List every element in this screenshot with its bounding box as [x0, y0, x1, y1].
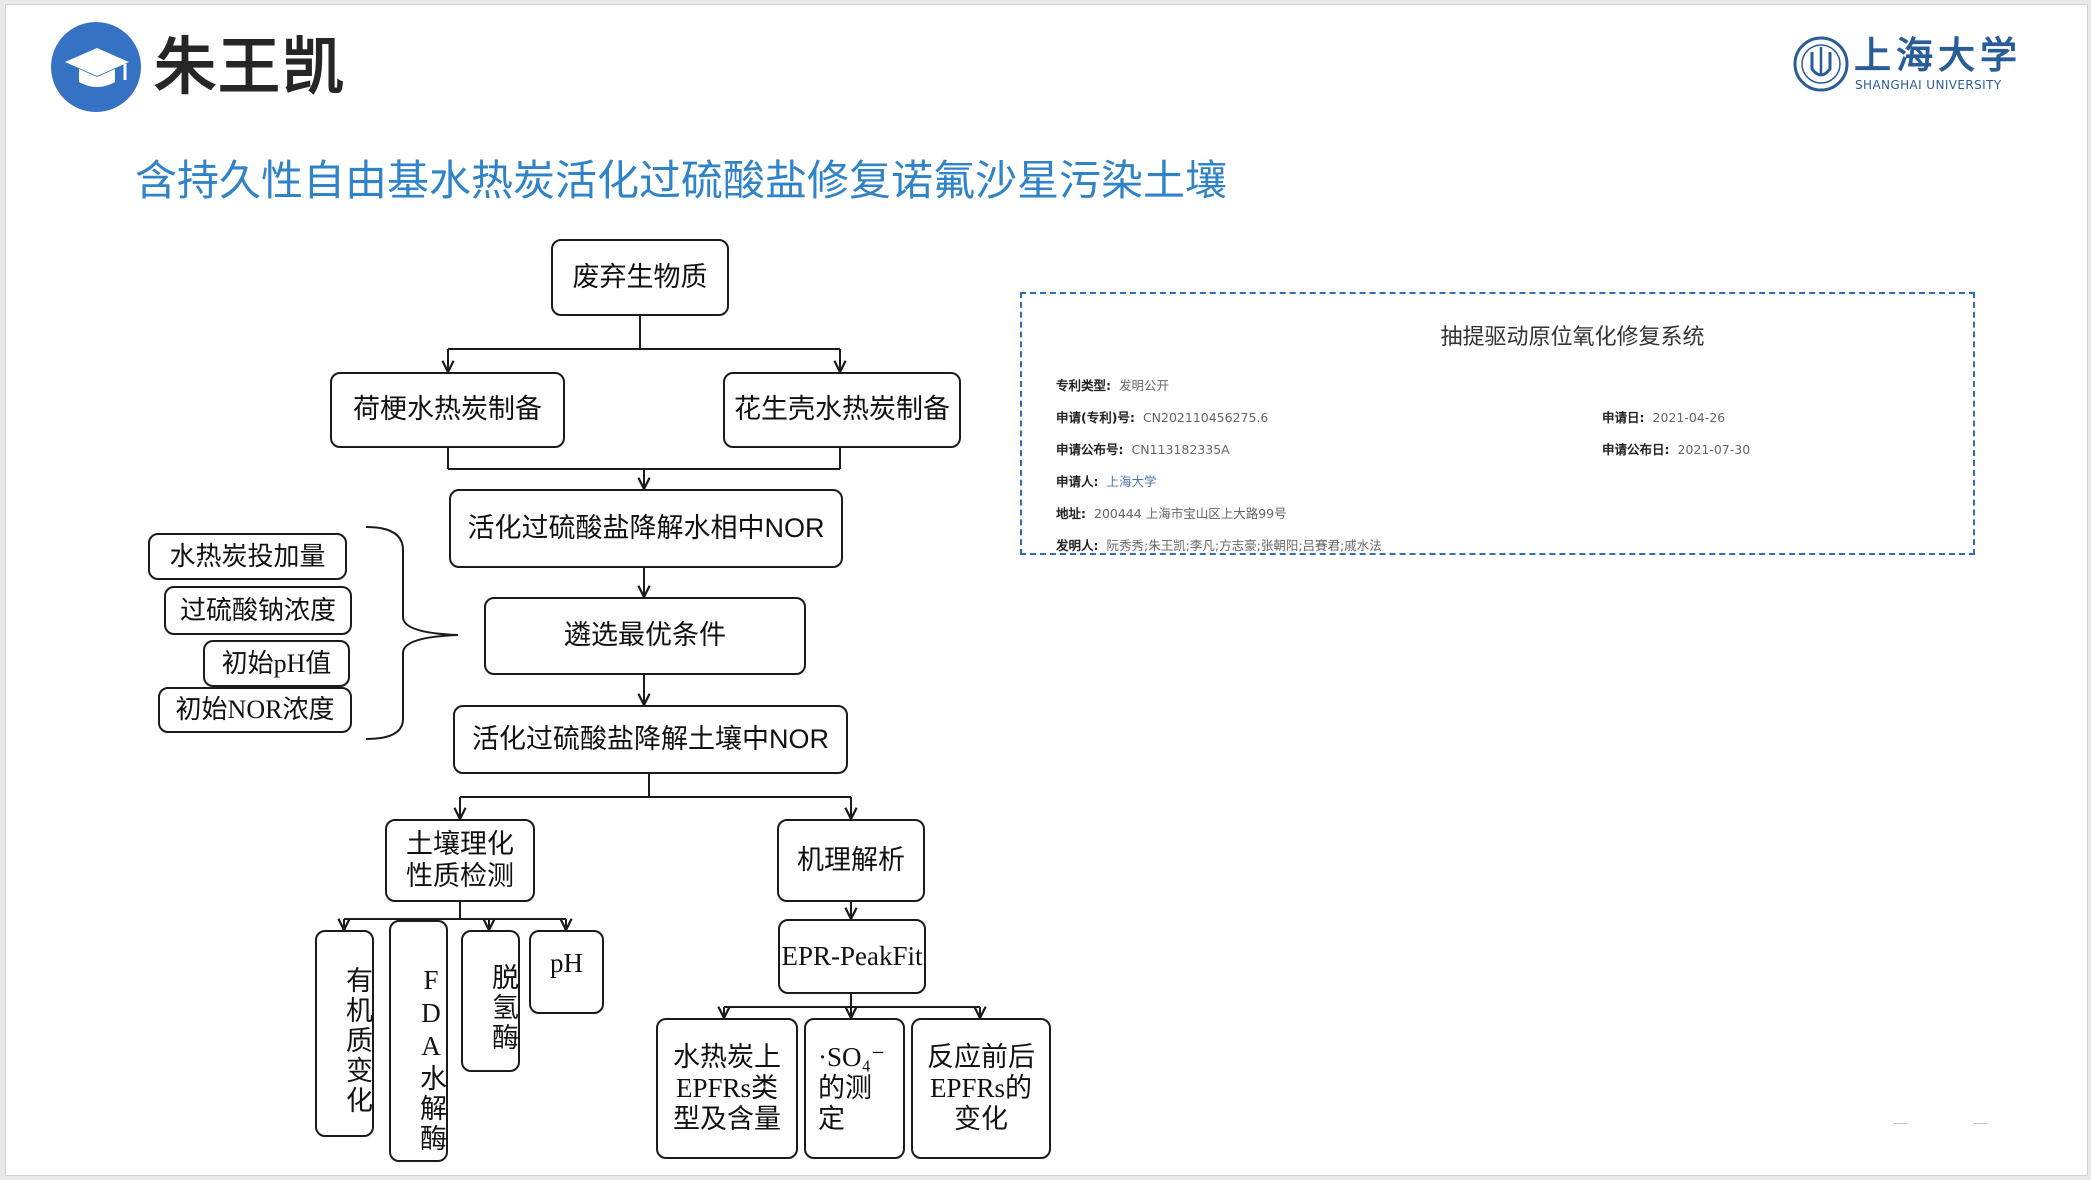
- node-soil-nor: 活化过硫酸盐降解土壤中NOR: [453, 705, 848, 774]
- patent-pub-no: 申请公布号:CN113182335A: [1056, 442, 1230, 457]
- item-fda-hydrolase: FDA水解酶: [389, 920, 448, 1162]
- factor-persulfate: 过硫酸钠浓度: [164, 586, 352, 635]
- item-epfrs-type: 水热炭上EPFRs类型及含量: [656, 1018, 798, 1159]
- item-sulfate-radical: ·SO₄⁻的测定: [804, 1018, 905, 1159]
- patent-app-date: 申请日:2021-04-26: [1602, 410, 1726, 425]
- university-logo: 上海大学 SHANGHAI UNIVERSITY: [1792, 27, 2017, 105]
- footer-mark: [1974, 1123, 1988, 1124]
- patent-pub-date: 申请公布日:2021-07-30: [1602, 442, 1751, 457]
- author-badge: [51, 22, 141, 112]
- footer-mark: [1894, 1123, 1908, 1124]
- patent-address: 地址:200444 上海市宝山区上大路99号: [1056, 506, 1287, 521]
- node-soil-properties: 土壤理化 性质检测: [385, 819, 535, 902]
- item-epfrs-change: 反应前后EPFRs的变化: [911, 1018, 1051, 1159]
- patent-applicant: 申请人:上海大学: [1056, 474, 1157, 489]
- flowchart-connectors: [6, 315, 2087, 1175]
- graduation-cap-icon: [65, 48, 129, 87]
- node-water-nor: 活化过硫酸盐降解水相中NOR: [449, 489, 843, 568]
- node-mechanism: 机理解析: [777, 819, 925, 902]
- logo-en-text: SHANGHAI UNIVERSITY: [1855, 78, 2002, 92]
- author-name: 朱王凯: [154, 30, 347, 103]
- node-optimize: 遴选最优条件: [484, 597, 806, 675]
- patent-title: 抽提驱动原位氧化修复系统: [1440, 325, 1705, 350]
- slide: 朱王凯 上海大学 SHANGHAI UNIVERSITY 含持久性自由基水热炭活…: [5, 4, 2088, 1176]
- factor-ph: 初始pH值: [203, 640, 350, 687]
- patent-inventors: 发明人:阮秀秀;朱王凯;李凡;方志豪;张朝阳;吕賽君;戚水法: [1056, 538, 1382, 553]
- patent-app-no: 申请(专利)号:CN202110456275.6: [1056, 410, 1269, 425]
- item-organic-matter: 有机质变化: [315, 930, 374, 1137]
- node-epr-peakfit: EPR-PeakFit: [778, 919, 926, 994]
- factor-nor-concentration: 初始NOR浓度: [158, 687, 352, 733]
- item-dehydrogenase: 脱氢酶: [461, 930, 520, 1072]
- patent-card: 抽提驱动原位氧化修复系统 专利类型:发明公开 申请(专利)号:CN2021104…: [1020, 292, 1975, 555]
- node-peanut-hydrochar: 花生壳水热炭制备: [723, 372, 961, 448]
- node-waste-biomass: 废弃生物质: [551, 239, 729, 316]
- university-emblem-icon: [1793, 36, 1849, 92]
- logo-cn-text: 上海大学: [1854, 33, 2022, 77]
- patent-type: 专利类型:发明公开: [1056, 378, 1170, 393]
- item-ph: pH: [529, 930, 604, 1014]
- node-lotus-hydrochar: 荷梗水热炭制备: [330, 372, 565, 448]
- page-title: 含持久性自由基水热炭活化过硫酸盐修复诺氟沙星污染土壤: [135, 156, 1228, 205]
- factor-dosage: 水热炭投加量: [148, 533, 347, 580]
